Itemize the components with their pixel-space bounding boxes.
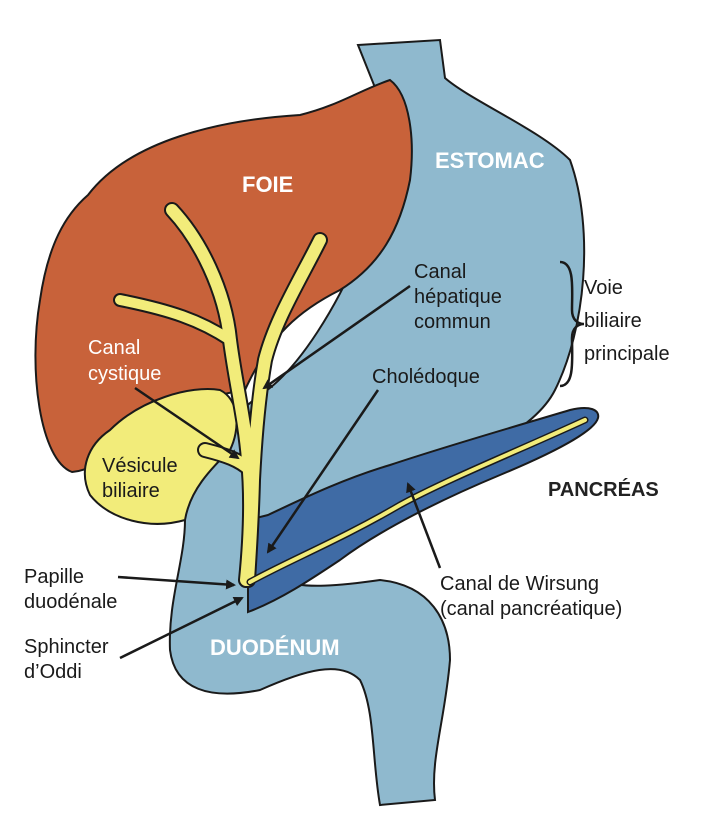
bile-duct-arrow: [266, 389, 380, 554]
cystic-duct-label-line2: cystique: [88, 363, 161, 385]
gallbladder-label-line2: biliaire: [102, 480, 160, 502]
bile-duct-label: Cholédoque: [372, 366, 480, 388]
sphincter-label-line1: Sphincter: [24, 636, 109, 658]
papilla-arrow: [117, 575, 236, 590]
wirsung-label-line2: (canal pancréatique): [440, 598, 622, 620]
main-bile-path-label-line3: principale: [584, 343, 670, 365]
main-bile-path-bracket: [559, 260, 585, 388]
papilla-label-line2: duodénale: [24, 591, 117, 613]
common-hepatic-arrow: [262, 284, 411, 390]
gallbladder-shape: [83, 388, 238, 525]
wirsung-duct-fill: [248, 418, 587, 584]
cystic-duct-label-line1: Canal: [88, 337, 140, 359]
wirsung-arrow: [406, 482, 442, 569]
papilla-label-line1: Papille: [24, 566, 84, 588]
liver-shape: [34, 78, 413, 474]
gallbladder-label-line1: Vésicule: [102, 455, 178, 477]
common-hepatic-label-line3: commun: [414, 311, 491, 333]
cystic-duct-arrow: [134, 386, 240, 460]
sphincter-arrow: [119, 596, 244, 660]
stomach-label: ESTOMAC: [435, 148, 545, 173]
bile-duct-tree: [113, 202, 328, 588]
liver-label: FOIE: [242, 172, 293, 197]
wirsung-label-line1: Canal de Wirsung: [440, 573, 599, 595]
main-bile-path-label-line1: Voie: [584, 277, 623, 299]
pancreas-shape: [247, 407, 600, 614]
sphincter-label-line2: d’Oddi: [24, 661, 82, 683]
common-hepatic-label-line2: hépatique: [414, 286, 502, 308]
main-bile-path-label-line2: biliaire: [584, 310, 642, 332]
common-hepatic-label-line1: Canal: [414, 261, 466, 283]
duodenum-label: DUODÉNUM: [210, 635, 340, 660]
pancreas-label: PANCRÉAS: [548, 478, 659, 501]
